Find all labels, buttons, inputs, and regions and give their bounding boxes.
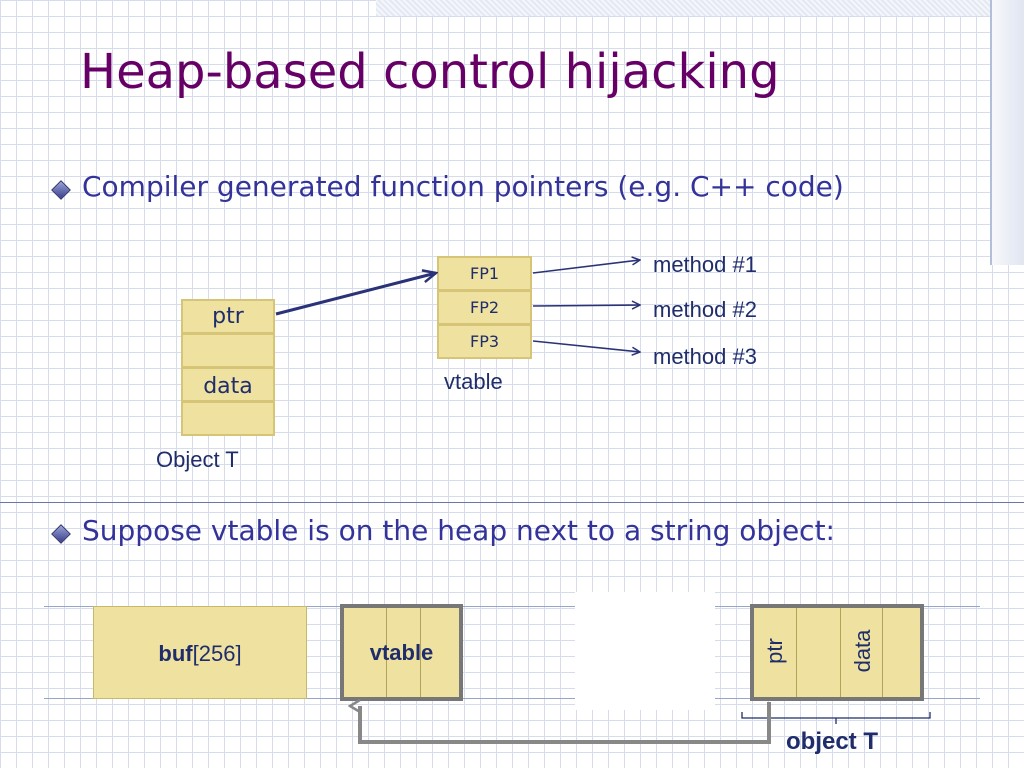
ptr-to-vtable-arrow xyxy=(275,273,436,316)
method-2-label: method #2 xyxy=(653,297,757,322)
method-1-label: method #1 xyxy=(653,252,757,277)
heap-bottom-line xyxy=(44,698,980,699)
corner-decoration xyxy=(376,0,1024,16)
fp2-to-method2-arrow xyxy=(532,305,640,306)
method-3-label: method #3 xyxy=(653,344,757,369)
fp1-to-method1-arrow xyxy=(532,260,640,274)
vtable-entry-fp3: FP3 xyxy=(437,324,532,359)
object-cell-divider xyxy=(796,608,797,697)
heap-top-line xyxy=(44,606,980,607)
bullet-2-text: Suppose vtable is on the heap next to a … xyxy=(82,514,835,547)
object-t-caption: Object T xyxy=(156,447,239,472)
vtable-caption: vtable xyxy=(444,369,503,394)
object-cell-divider xyxy=(882,608,883,697)
corner-decoration-side xyxy=(990,0,1024,265)
vtable-cell-divider xyxy=(386,608,387,697)
ptr-overwrite-arrow xyxy=(360,702,771,744)
object-cell-divider xyxy=(840,608,841,697)
object-t-cell-2 xyxy=(181,333,275,368)
buf-label-size: [256] xyxy=(192,641,242,666)
object-t-heap-caption: object T xyxy=(786,728,879,755)
section-divider xyxy=(0,502,1024,503)
buf-block: buf[256] xyxy=(93,606,307,699)
heap-vtable-block: vtable xyxy=(340,604,463,701)
vtable-cell-divider xyxy=(420,608,421,697)
heap-gap xyxy=(575,592,715,710)
heap-object-t-block: ptr data xyxy=(750,604,924,701)
heap-vtable-label: vtable xyxy=(369,640,434,665)
object-t-brace xyxy=(741,712,931,724)
object-t-cell-ptr: ptr xyxy=(181,299,275,334)
object-t-cell-4 xyxy=(181,401,275,436)
bullet-1-text: Compiler generated function pointers (e.… xyxy=(82,170,844,203)
vtable-entry-fp2: FP2 xyxy=(437,290,532,325)
fp3-to-method3-arrow xyxy=(532,340,640,352)
buf-label-bold: buf xyxy=(158,641,193,666)
slide-title: Heap-based control hijacking xyxy=(80,44,780,100)
